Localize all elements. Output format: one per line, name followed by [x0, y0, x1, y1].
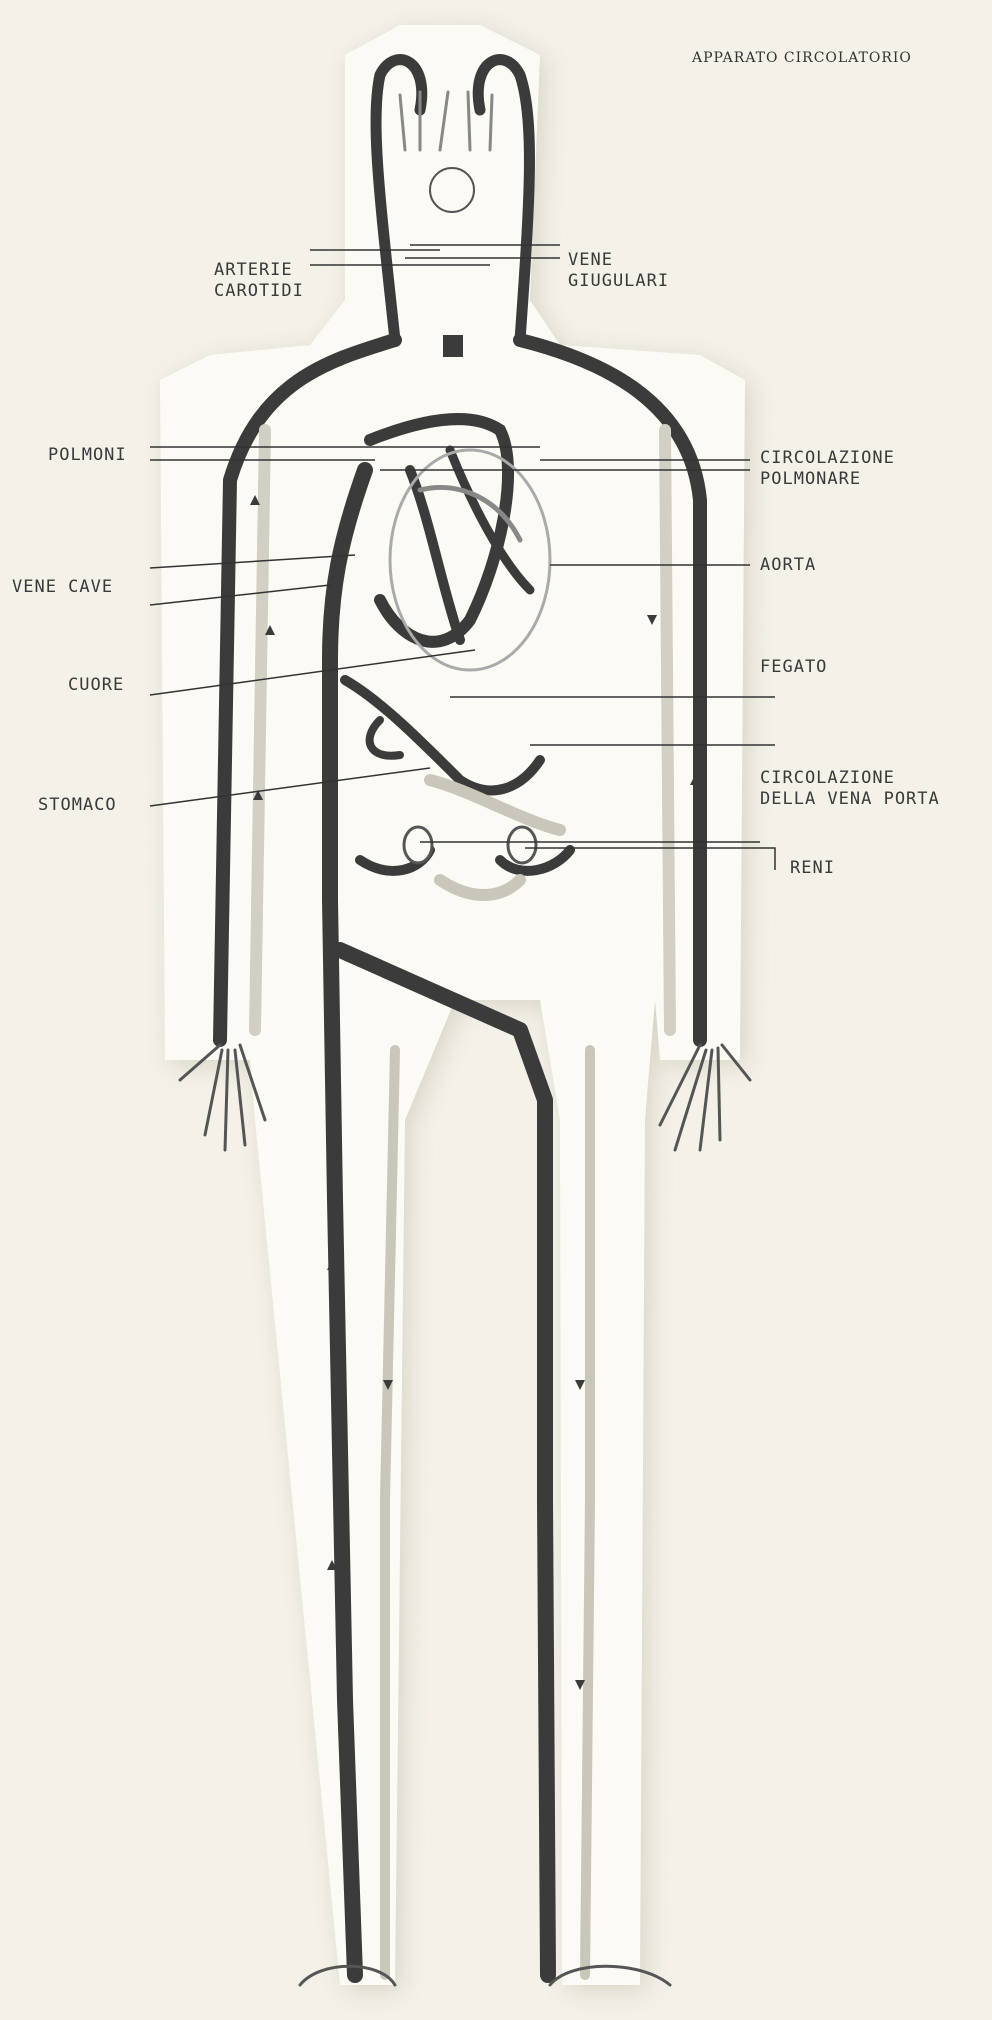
label-vene-cave: VENE CAVE: [12, 577, 113, 598]
label-stomaco: STOMACO: [38, 795, 117, 816]
label-aorta: AORTA: [760, 555, 816, 576]
label-polmoni: POLMONI: [48, 445, 127, 466]
label-fegato: FEGATO: [760, 657, 827, 678]
label-cuore: CUORE: [68, 675, 124, 696]
label-reni: RENI: [790, 858, 835, 879]
label-circolazione-polmonare: CIRCOLAZIONE POLMONARE: [760, 448, 895, 490]
label-vene-giugulari: VENE GIUGULARI: [568, 250, 669, 292]
label-circolazione-vena-porta: CIRCOLAZIONE DELLA VENA PORTA: [760, 768, 940, 810]
label-arterie-carotidi: ARTERIE CAROTIDI: [214, 260, 304, 302]
